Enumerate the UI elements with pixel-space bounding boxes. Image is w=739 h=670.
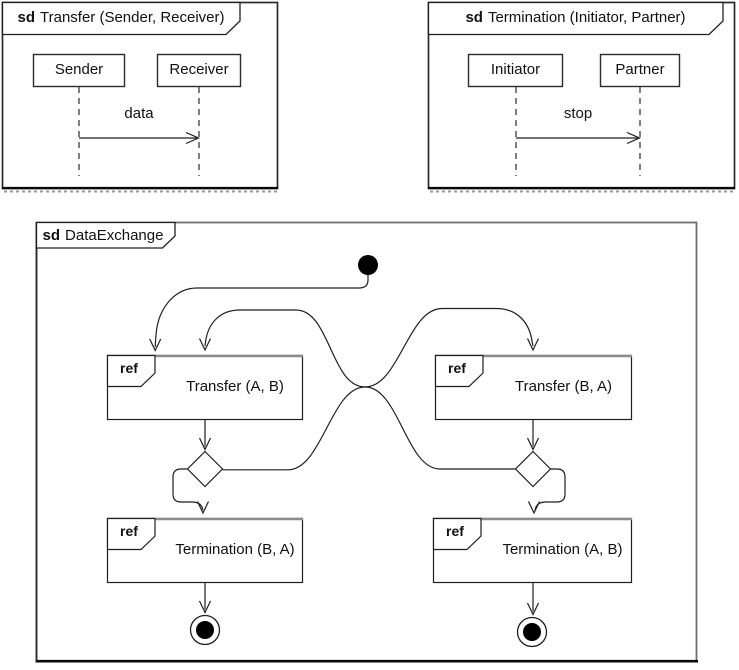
ref-pentagon-transfer-ab <box>106 354 156 388</box>
frame-keyword: sd <box>17 9 35 26</box>
ref-label-transfer-ab: Transfer (A, B) <box>186 378 284 396</box>
lifeline-head-partner <box>599 53 681 88</box>
frame-title-transfer: sd Transfer (Sender, Receiver) <box>4 9 238 28</box>
lifeline-head-receiver <box>156 53 242 88</box>
ref-pentagon-transfer-ba <box>434 354 484 388</box>
lifeline-label-receiver: Receiver <box>169 61 229 79</box>
frame-title-termination: sd Termination (Initiator, Partner) <box>430 9 721 28</box>
ref-label-transfer-ba: Transfer (B, A) <box>515 378 612 396</box>
arrowhead-into-termination-ab-icon <box>527 501 541 515</box>
lifeline-label-partner: Partner <box>615 61 665 79</box>
arrowhead-into-decision-left-icon <box>198 437 212 451</box>
frame-transfer <box>1 1 279 193</box>
frame-data-exchange-border <box>35 221 698 663</box>
initial-node <box>358 255 378 275</box>
decision-diamond-left <box>186 450 224 488</box>
ref-keyword: ref <box>120 359 138 376</box>
frame-data-exchange <box>35 221 698 663</box>
ref-label-termination-ab: Termination (A, B) <box>502 541 623 559</box>
message-data-arrowhead-icon <box>185 131 200 145</box>
frame-keyword: sd <box>465 9 483 26</box>
arrowhead-into-transfer-ba-icon <box>526 338 540 352</box>
frame-transfer-name-pentagon <box>1 1 241 36</box>
lifeline-label-initiator: Initiator <box>490 61 541 79</box>
frame-termination <box>427 1 736 193</box>
arrowhead-into-transfer-ab-left-icon <box>149 338 162 352</box>
arrowhead-into-final-right-icon <box>526 602 540 616</box>
frame-name: DataExchange <box>65 227 164 244</box>
frame-title-data-exchange: sd DataExchange <box>38 227 168 246</box>
frame-keyword: sd <box>42 227 61 244</box>
edge-initial-to-transfer-ab <box>154 275 369 348</box>
arrowhead-into-final-left-icon <box>198 600 212 614</box>
message-stop-arrowhead-icon <box>626 131 641 145</box>
ref-pentagon-termination-ba <box>106 517 156 551</box>
arrowhead-into-transfer-ab-icon <box>198 338 212 352</box>
ref-keyword: ref <box>120 522 138 539</box>
message-label-data: data <box>124 104 154 122</box>
frame-name: Transfer (Sender, Receiver) <box>40 9 225 26</box>
lifeline-head-initiator <box>467 53 564 88</box>
frame-termination-name-pentagon <box>427 1 724 36</box>
lifeline-label-sender: Sender <box>54 61 104 79</box>
frame-name: Termination (Initiator, Partner) <box>487 9 686 26</box>
ref-label-termination-ba: Termination (B, A) <box>175 541 295 559</box>
ref-keyword: ref <box>448 359 466 376</box>
final-node-left <box>189 614 221 646</box>
edge-decision-right-to-transfer-ab <box>204 309 516 470</box>
edge-decision-left-to-transfer-ba <box>222 307 534 471</box>
ref-keyword: ref <box>446 522 464 539</box>
arrowhead-into-termination-ba-icon <box>196 501 210 515</box>
final-node-right <box>516 616 548 648</box>
lifeline-head-sender <box>32 53 126 88</box>
frame-data-exchange-name-pentagon <box>35 221 176 249</box>
ref-pentagon-termination-ab <box>432 517 482 551</box>
decision-diamond-right <box>514 450 552 488</box>
message-label-stop: stop <box>563 104 593 122</box>
arrowhead-into-decision-right-icon <box>526 437 540 451</box>
